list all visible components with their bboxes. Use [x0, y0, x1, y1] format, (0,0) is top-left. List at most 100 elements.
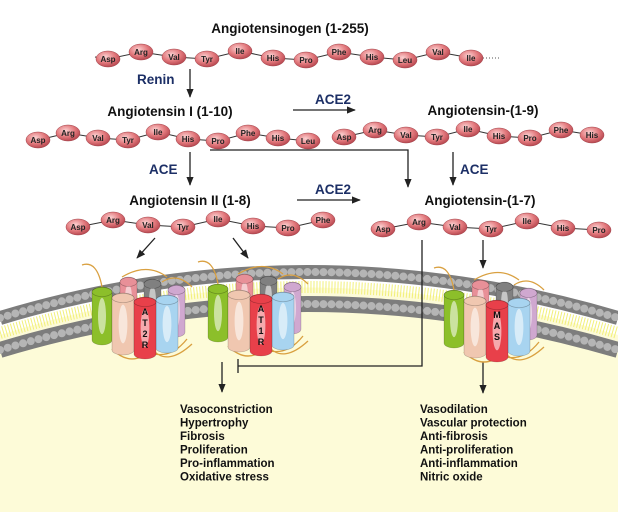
angiotensin-i-label: Angiotensin I (1-10) [107, 104, 232, 119]
residue-arg: Arg [362, 121, 388, 139]
helix-red [133, 296, 157, 360]
residue-his: His [579, 126, 605, 144]
residue-label: His [557, 224, 570, 233]
residue-label: Tyr [201, 55, 213, 64]
effect-item: Oxidative stress [180, 472, 269, 484]
effect-item: Vascular protection [420, 418, 527, 430]
residue-label: Tyr [431, 133, 443, 142]
helix-peach [463, 295, 487, 359]
residue-label: Tyr [122, 136, 134, 145]
effect-item: Anti-inflammation [420, 458, 518, 470]
residue-label: Ile [214, 215, 223, 224]
residue-val: Val [161, 48, 187, 66]
residue-val: Val [85, 129, 111, 147]
residue-pro: Pro [517, 129, 543, 147]
effect-item: Proliferation [180, 445, 248, 457]
residue-label: Phe [554, 126, 569, 135]
residue-asp: Asp [370, 220, 396, 238]
residue-val: Val [425, 43, 451, 61]
residue-ile: Ile [145, 123, 171, 141]
residue-label: His [272, 134, 285, 143]
residue-label: Phe [332, 48, 347, 57]
residue-ile: Ile [227, 42, 253, 60]
effect-item: Fibrosis [180, 431, 225, 443]
angiotensin-1-7-label: Angiotensin-(1-7) [425, 193, 536, 208]
residue-pro: Pro [586, 221, 612, 239]
residue-pro: Pro [293, 51, 319, 69]
helix-blue [507, 297, 531, 357]
residue-label: His [267, 54, 280, 63]
helix-red [485, 299, 509, 363]
ang1-to-ang17-arrow [210, 149, 412, 188]
helix-blue [155, 294, 179, 354]
residue-label: Pro [281, 224, 294, 233]
residue-leu: Leu [392, 51, 418, 69]
mas-receptor: MAS [433, 266, 545, 363]
residue-label: Ile [154, 128, 163, 137]
residue-his: His [175, 130, 201, 148]
residue-label: His [182, 135, 195, 144]
residue-label: Ile [464, 125, 473, 134]
residue-label: Asp [70, 223, 85, 232]
residue-label: Asp [336, 133, 351, 142]
at2r-receptor: AT2R [81, 263, 193, 360]
residue-phe: Phe [326, 43, 352, 61]
angiotensin-1-9-label: Angiotensin-(1-9) [428, 103, 539, 118]
residue-label: Leu [398, 56, 412, 65]
residue-pro: Pro [205, 132, 231, 150]
residue-tyr: Tyr [424, 128, 450, 146]
residue-label: Val [142, 221, 154, 230]
residue-label: Arg [412, 218, 426, 227]
residue-ile: Ile [205, 210, 231, 228]
residue-phe: Phe [548, 121, 574, 139]
residue-tyr: Tyr [115, 131, 141, 149]
ang2-to-at2r-arrow [136, 237, 156, 259]
residue-label: Ile [236, 47, 245, 56]
residue-label: Tyr [177, 223, 189, 232]
effect-item: Hypertrophy [180, 418, 249, 430]
residue-val: Val [442, 218, 468, 236]
effect-item: Vasoconstriction [180, 404, 273, 416]
residue-label: His [586, 131, 599, 140]
residue-his: His [550, 219, 576, 237]
residue-label: Asp [100, 55, 115, 64]
residue-his: His [265, 129, 291, 147]
residue-asp: Asp [95, 50, 121, 68]
helix-green [91, 286, 113, 346]
helix-red [249, 293, 273, 357]
helix-green [207, 283, 229, 343]
residue-label: Pro [523, 134, 536, 143]
residue-his: His [486, 127, 512, 145]
at1r-receptor: AT1R [197, 260, 309, 357]
ace2-mid-label: ACE2 [315, 182, 351, 197]
residue-label: Pro [299, 56, 312, 65]
residue-ile: Ile [455, 120, 481, 138]
residue-label: Pro [211, 137, 224, 146]
angiotensin-ii-label: Angiotensin II (1-8) [129, 193, 251, 208]
residue-his: His [359, 48, 385, 66]
residue-label: Val [449, 223, 461, 232]
residue-ile: Ile [458, 49, 484, 67]
residue-label: His [366, 53, 379, 62]
helix-green [443, 289, 465, 349]
residue-label: Val [400, 131, 412, 140]
angiotensinogen-label: Angiotensinogen (1-255) [211, 21, 369, 36]
residue-arg: Arg [100, 211, 126, 229]
residue-label: Phe [241, 129, 256, 138]
renin-label: Renin [137, 72, 175, 87]
residue-asp: Asp [331, 128, 357, 146]
helix-blue [271, 291, 295, 351]
residue-label: Phe [316, 216, 331, 225]
effect-item: Vasodilation [420, 404, 488, 416]
peptide-bond-line [343, 128, 593, 139]
residue-phe: Phe [235, 124, 261, 142]
residue-ile: Ile [514, 212, 540, 230]
residue-arg: Arg [55, 124, 81, 142]
residue-phe: Phe [310, 211, 336, 229]
